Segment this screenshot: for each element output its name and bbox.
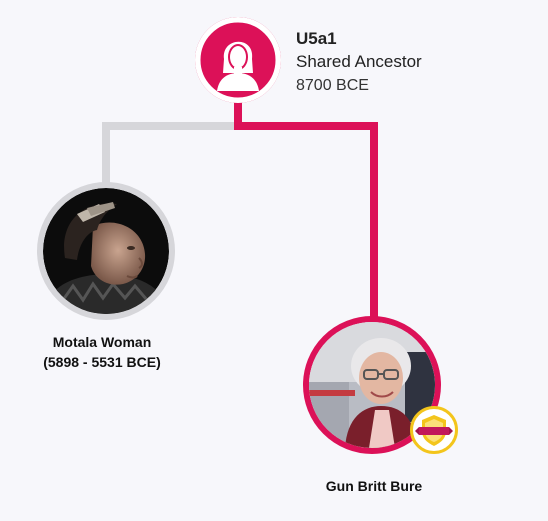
connector-branch-left [102, 122, 234, 130]
award-ribbon-icon [415, 415, 453, 446]
gun-britt-bure-caption: Gun Britt Bure [296, 476, 452, 496]
match-dates: (5898 - 5531 BCE) [43, 354, 161, 370]
ancestor-info: U5a1 Shared Ancestor 8700 BCE [296, 28, 422, 98]
motala-woman-avatar [43, 188, 169, 314]
shared-ancestor-label: Shared Ancestor [296, 52, 422, 71]
gun-britt-bure-avatar [309, 322, 435, 448]
connector-drop-left [102, 122, 110, 188]
gun-britt-bure-portrait[interactable] [303, 316, 441, 454]
motala-woman-caption: Motala Woman (5898 - 5531 BCE) [20, 332, 184, 372]
shared-ancestor-node[interactable] [195, 17, 281, 103]
connector-trunk [234, 101, 242, 130]
ancestor-date: 8700 BCE [296, 77, 369, 94]
connector-drop-right [370, 122, 378, 322]
match-name: Motala Woman [52, 334, 152, 350]
haplogroup-label: U5a1 [296, 29, 337, 48]
connector-branch-right [234, 122, 378, 130]
match-name: Gun Britt Bure [325, 478, 423, 494]
female-silhouette-icon [197, 19, 279, 101]
verified-badge[interactable] [410, 406, 458, 454]
motala-woman-portrait[interactable] [37, 182, 175, 320]
